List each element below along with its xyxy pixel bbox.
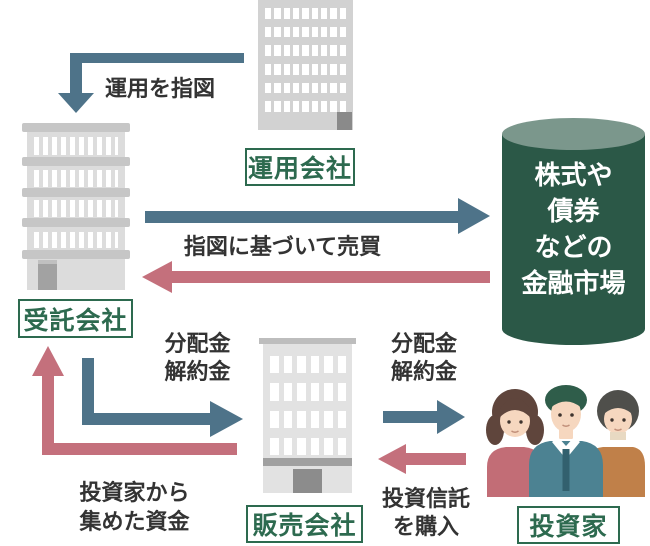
arrow-market-to-trustee [142, 261, 490, 293]
arrow-manage-instruction [58, 53, 244, 113]
management-company-building-icon [258, 0, 353, 130]
funds-from-investors-text: 投資家から 集めた資金 [79, 481, 190, 535]
building-door-frame [38, 260, 57, 264]
trustee-company-building-icon [22, 123, 130, 290]
distribution-company-building-icon [259, 338, 356, 493]
building-band [263, 458, 352, 466]
building-door [293, 469, 322, 493]
investors-label: 投資家 [517, 506, 620, 544]
arrow-trustee-to-distributor [82, 358, 243, 437]
manage-instruction-text: 運用を指図 [104, 77, 215, 102]
payout-to-distributor-text: 分配金 解約金 [164, 332, 231, 385]
building-windows [265, 8, 346, 112]
financial-market-text: 株式や 債券 などの 金融市場 [521, 161, 626, 299]
building-door [38, 264, 57, 290]
trade-on-instruction-text: 指図に基づいて売買 [183, 235, 382, 260]
distribution-company-label: 販売会社 [246, 505, 363, 543]
arrow-distributor-to-investors [383, 400, 465, 434]
investors-icon [482, 383, 648, 497]
building-door [337, 112, 352, 130]
payout-to-investors-text: 分配金 解約金 [390, 332, 457, 385]
financial-market-cylinder-icon: 株式や 債券 などの 金融市場 [502, 118, 645, 345]
arrow-trade-to-market [145, 198, 490, 234]
trustee-company-label: 受託会社 [18, 299, 133, 338]
management-company-label: 運用会社 [245, 148, 355, 186]
arrow-funds-to-trustee [32, 346, 237, 455]
building-windows [270, 356, 346, 455]
arrow-purchase-trust [378, 444, 466, 474]
purchase-trust-text: 投資信託 を購入 [381, 487, 470, 540]
